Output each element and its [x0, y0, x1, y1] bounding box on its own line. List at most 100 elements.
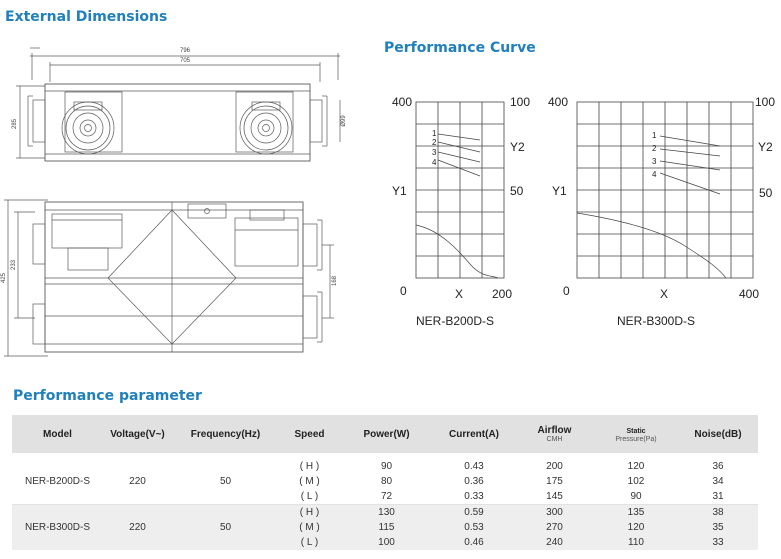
cell-airflow: 300: [515, 504, 594, 520]
table-row: ( M ) 80 0.36 175 102 34: [12, 474, 758, 489]
dimension-drawing: 796 705 285 Ø99 425 233 168: [1, 47, 347, 357]
y2-mid-label: 50: [510, 184, 524, 198]
curve-chart-b300: 1 2 3 4 400 Y1 0 X 400 100 Y2 50 NER-B30…: [548, 95, 775, 328]
cell-airflow: 240: [515, 535, 594, 550]
cell-current: 0.59: [433, 504, 515, 520]
power-curve-2: [437, 141, 481, 153]
curve-chart-b200: 1 2 3 4 400 Y1 0 X 200 100 Y2 50 NER-B20…: [392, 95, 530, 328]
cell-speed: ( L ): [279, 535, 340, 550]
header-model: Model: [12, 415, 103, 453]
performance-curve-heading: Performance Curve: [384, 40, 536, 56]
header-frequency: Frequency(Hz): [172, 415, 279, 453]
cell-pressure: 102: [594, 474, 678, 489]
header-noise: Noise(dB): [678, 415, 758, 453]
power-curve-1: [659, 135, 721, 147]
x-axis-label: X: [455, 287, 463, 301]
y2-mid-label: 50: [759, 186, 773, 200]
y2-axis-label: Y2: [510, 140, 525, 154]
cell-power: 115: [340, 520, 433, 535]
cell-pressure: 90: [594, 489, 678, 505]
cell-current: 0.46: [433, 535, 515, 550]
external-dimensions-heading: External Dimensions: [5, 9, 168, 25]
power-curve-4: [437, 159, 481, 177]
speed-number-3: 3: [432, 148, 437, 157]
cell-pressure: 135: [594, 504, 678, 520]
table-row: ( M ) 115 0.53 270 120 35: [12, 520, 758, 535]
x-max-label: 200: [492, 287, 512, 301]
y1-axis-label: Y1: [552, 184, 567, 198]
speed-number-4: 4: [432, 158, 437, 167]
cell-noise: 33: [678, 535, 758, 550]
dim-front-height-a: 233: [11, 259, 17, 270]
cell-voltage: 220: [103, 453, 172, 505]
cell-pressure: 120: [594, 520, 678, 535]
cell-current: 0.53: [433, 520, 515, 535]
table-row: ( L ) 100 0.46 240 110 33: [12, 535, 758, 550]
dim-front-height-b: 168: [332, 275, 338, 286]
cell-speed: ( M ): [279, 520, 340, 535]
power-curve-3: [437, 151, 481, 163]
power-curve-2: [659, 148, 721, 157]
cell-power: 100: [340, 535, 433, 550]
cell-airflow: 175: [515, 474, 594, 489]
cell-pressure: 120: [594, 453, 678, 474]
dim-duct-diameter: Ø99: [341, 115, 347, 127]
dim-front-height-total: 425: [1, 272, 7, 283]
cell-noise: 34: [678, 474, 758, 489]
header-voltage: Voltage(V~): [103, 415, 172, 453]
cell-noise: 31: [678, 489, 758, 505]
table-row: ( L ) 72 0.33 145 90 31: [12, 489, 758, 505]
performance-curves: 1 2 3 4 400 Y1 0 X 200 100 Y2 50 NER-B20…: [392, 95, 775, 328]
y2-max-label: 100: [510, 95, 530, 109]
pressure-curve: [415, 224, 499, 279]
y1-max-label: 400: [548, 95, 568, 109]
header-power: Power(W): [340, 415, 433, 453]
cell-speed: ( H ): [279, 453, 340, 474]
cell-airflow: 145: [515, 489, 594, 505]
speed-number-2: 2: [652, 144, 657, 153]
cell-model: NER-B300D-S: [12, 504, 103, 550]
power-curve-3: [659, 160, 721, 171]
table-header-row: Model Voltage(V~) Frequency(Hz) Speed Po…: [12, 415, 758, 453]
speed-number-4: 4: [652, 170, 657, 179]
cell-current: 0.33: [433, 489, 515, 505]
cell-pressure: 110: [594, 535, 678, 550]
cell-speed: ( H ): [279, 504, 340, 520]
performance-parameter-heading: Performance parameter: [13, 388, 202, 404]
dim-width-inner: 705: [180, 58, 191, 64]
speed-number-1: 1: [652, 131, 657, 140]
cell-speed: ( L ): [279, 489, 340, 505]
table-row: NER-B300D-S 220 50 ( H ) 130 0.59 300 13…: [12, 504, 758, 550]
cell-power: 72: [340, 489, 433, 505]
y1-max-label: 400: [392, 95, 412, 109]
dim-width-outer: 796: [180, 48, 191, 54]
origin-label: 0: [563, 284, 570, 298]
power-curve-1: [437, 133, 481, 141]
pressure-curve: [576, 212, 727, 279]
dim-top-height: 285: [12, 118, 18, 129]
x-axis-label: X: [660, 287, 668, 301]
cell-model: NER-B200D-S: [12, 453, 103, 505]
header-speed: Speed: [279, 415, 340, 453]
cell-speed: ( M ): [279, 474, 340, 489]
speed-number-2: 2: [432, 138, 437, 147]
cell-frequency: 50: [172, 504, 279, 550]
speed-number-3: 3: [652, 157, 657, 166]
cell-frequency: 50: [172, 453, 279, 505]
cell-voltage: 220: [103, 504, 172, 550]
cell-power: 80: [340, 474, 433, 489]
speed-number-1: 1: [432, 129, 437, 138]
header-current: Current(A): [433, 415, 515, 453]
cell-current: 0.36: [433, 474, 515, 489]
cell-current: 0.43: [433, 453, 515, 474]
cell-airflow: 270: [515, 520, 594, 535]
table-row: NER-B200D-S 220 50 ( H ) 90 0.43 200 120…: [12, 453, 758, 505]
origin-label: 0: [400, 284, 407, 298]
performance-table: Model Voltage(V~) Frequency(Hz) Speed Po…: [12, 415, 758, 550]
y2-max-label: 100: [755, 95, 775, 109]
cell-noise: 36: [678, 453, 758, 474]
cell-power: 90: [340, 453, 433, 474]
y1-axis-label: Y1: [392, 184, 407, 198]
chart-model-label: NER-B200D-S: [416, 314, 494, 328]
